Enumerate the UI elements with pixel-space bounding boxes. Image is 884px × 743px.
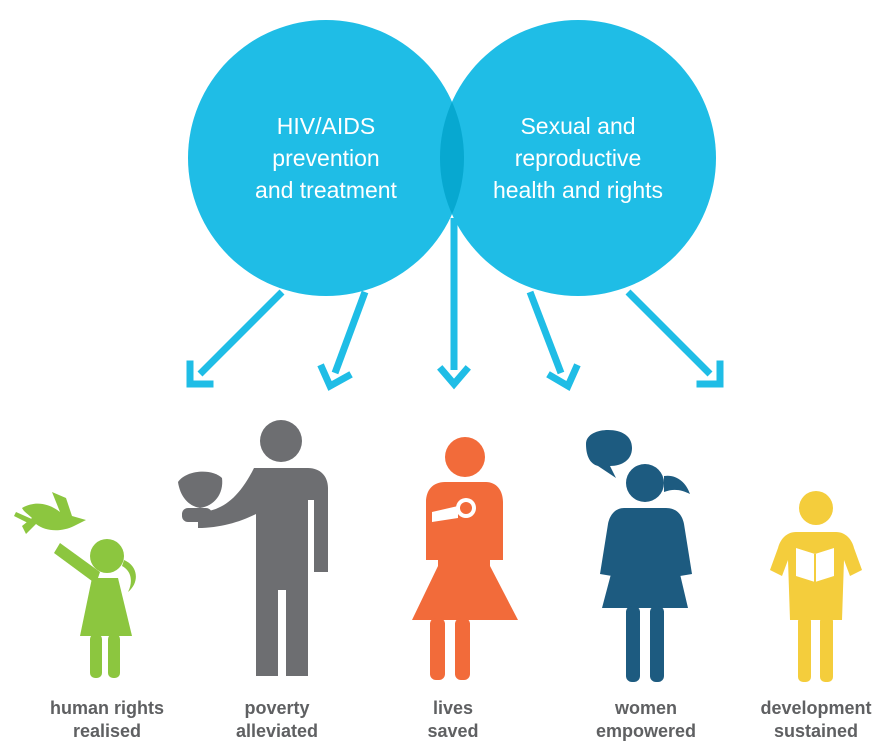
caption-3-line-1: lives (432, 698, 474, 718)
olive-branch (14, 512, 34, 524)
caption-development: development sustained (731, 697, 884, 743)
woman-with-speech-bubble-icon (586, 430, 692, 682)
dove-icon (22, 492, 86, 534)
caption-poverty: poverty alleviated (192, 697, 362, 743)
hiv-aids-circle (188, 20, 464, 296)
arrow-2 (331, 290, 369, 375)
arrow-2-head (317, 363, 353, 391)
mother-with-baby-icon (412, 437, 518, 680)
caption-5-line-2: sustained (773, 721, 859, 741)
caption-women-empowered: women empowered (561, 697, 731, 743)
caption-4-line-2: empowered (595, 721, 697, 741)
arrow-heads (186, 360, 724, 392)
caption-2-line-2: alleviated (235, 721, 319, 741)
hiv-aids-circle-label: HIV/AIDS prevention and treatment (226, 110, 426, 206)
srhr-circle (440, 20, 716, 296)
arrow-3-head (437, 365, 471, 390)
circle-1-line-2: prevention (272, 145, 380, 171)
caption-human-rights: human rights realised (22, 697, 192, 743)
arrow-5-head (696, 360, 724, 388)
caption-4-line-1: women (614, 698, 677, 718)
circle-2-line-1: Sexual and (520, 113, 636, 139)
caption-5-line-1: development (760, 698, 872, 718)
arrow-4 (526, 290, 565, 375)
caption-1-line-2: realised (72, 721, 142, 741)
caption-1-line-1: human rights (49, 698, 164, 718)
man-with-bowl-icon (178, 420, 328, 676)
caption-3-line-2: saved (427, 721, 479, 741)
arrows (197, 218, 713, 377)
circle-1-line-1: HIV/AIDS (276, 113, 376, 139)
circle-1-line-3: and treatment (255, 177, 397, 203)
srhr-circle-label: Sexual and reproductive health and right… (468, 110, 688, 206)
arrow-4-head (546, 363, 581, 392)
arrow-1-head (186, 360, 214, 388)
bowl-icon (178, 471, 223, 508)
caption-2-line-1: poverty (244, 698, 310, 718)
circle-2-line-2: reproductive (514, 145, 642, 171)
child-reading-book-icon (770, 491, 862, 682)
caption-lives-saved: lives saved (368, 697, 538, 743)
circle-2-line-3: health and rights (492, 177, 664, 203)
speech-bubble-icon (586, 430, 632, 478)
arrow-1 (197, 289, 285, 377)
arrow-5 (625, 289, 713, 377)
girl-with-dove-icon (14, 492, 136, 678)
